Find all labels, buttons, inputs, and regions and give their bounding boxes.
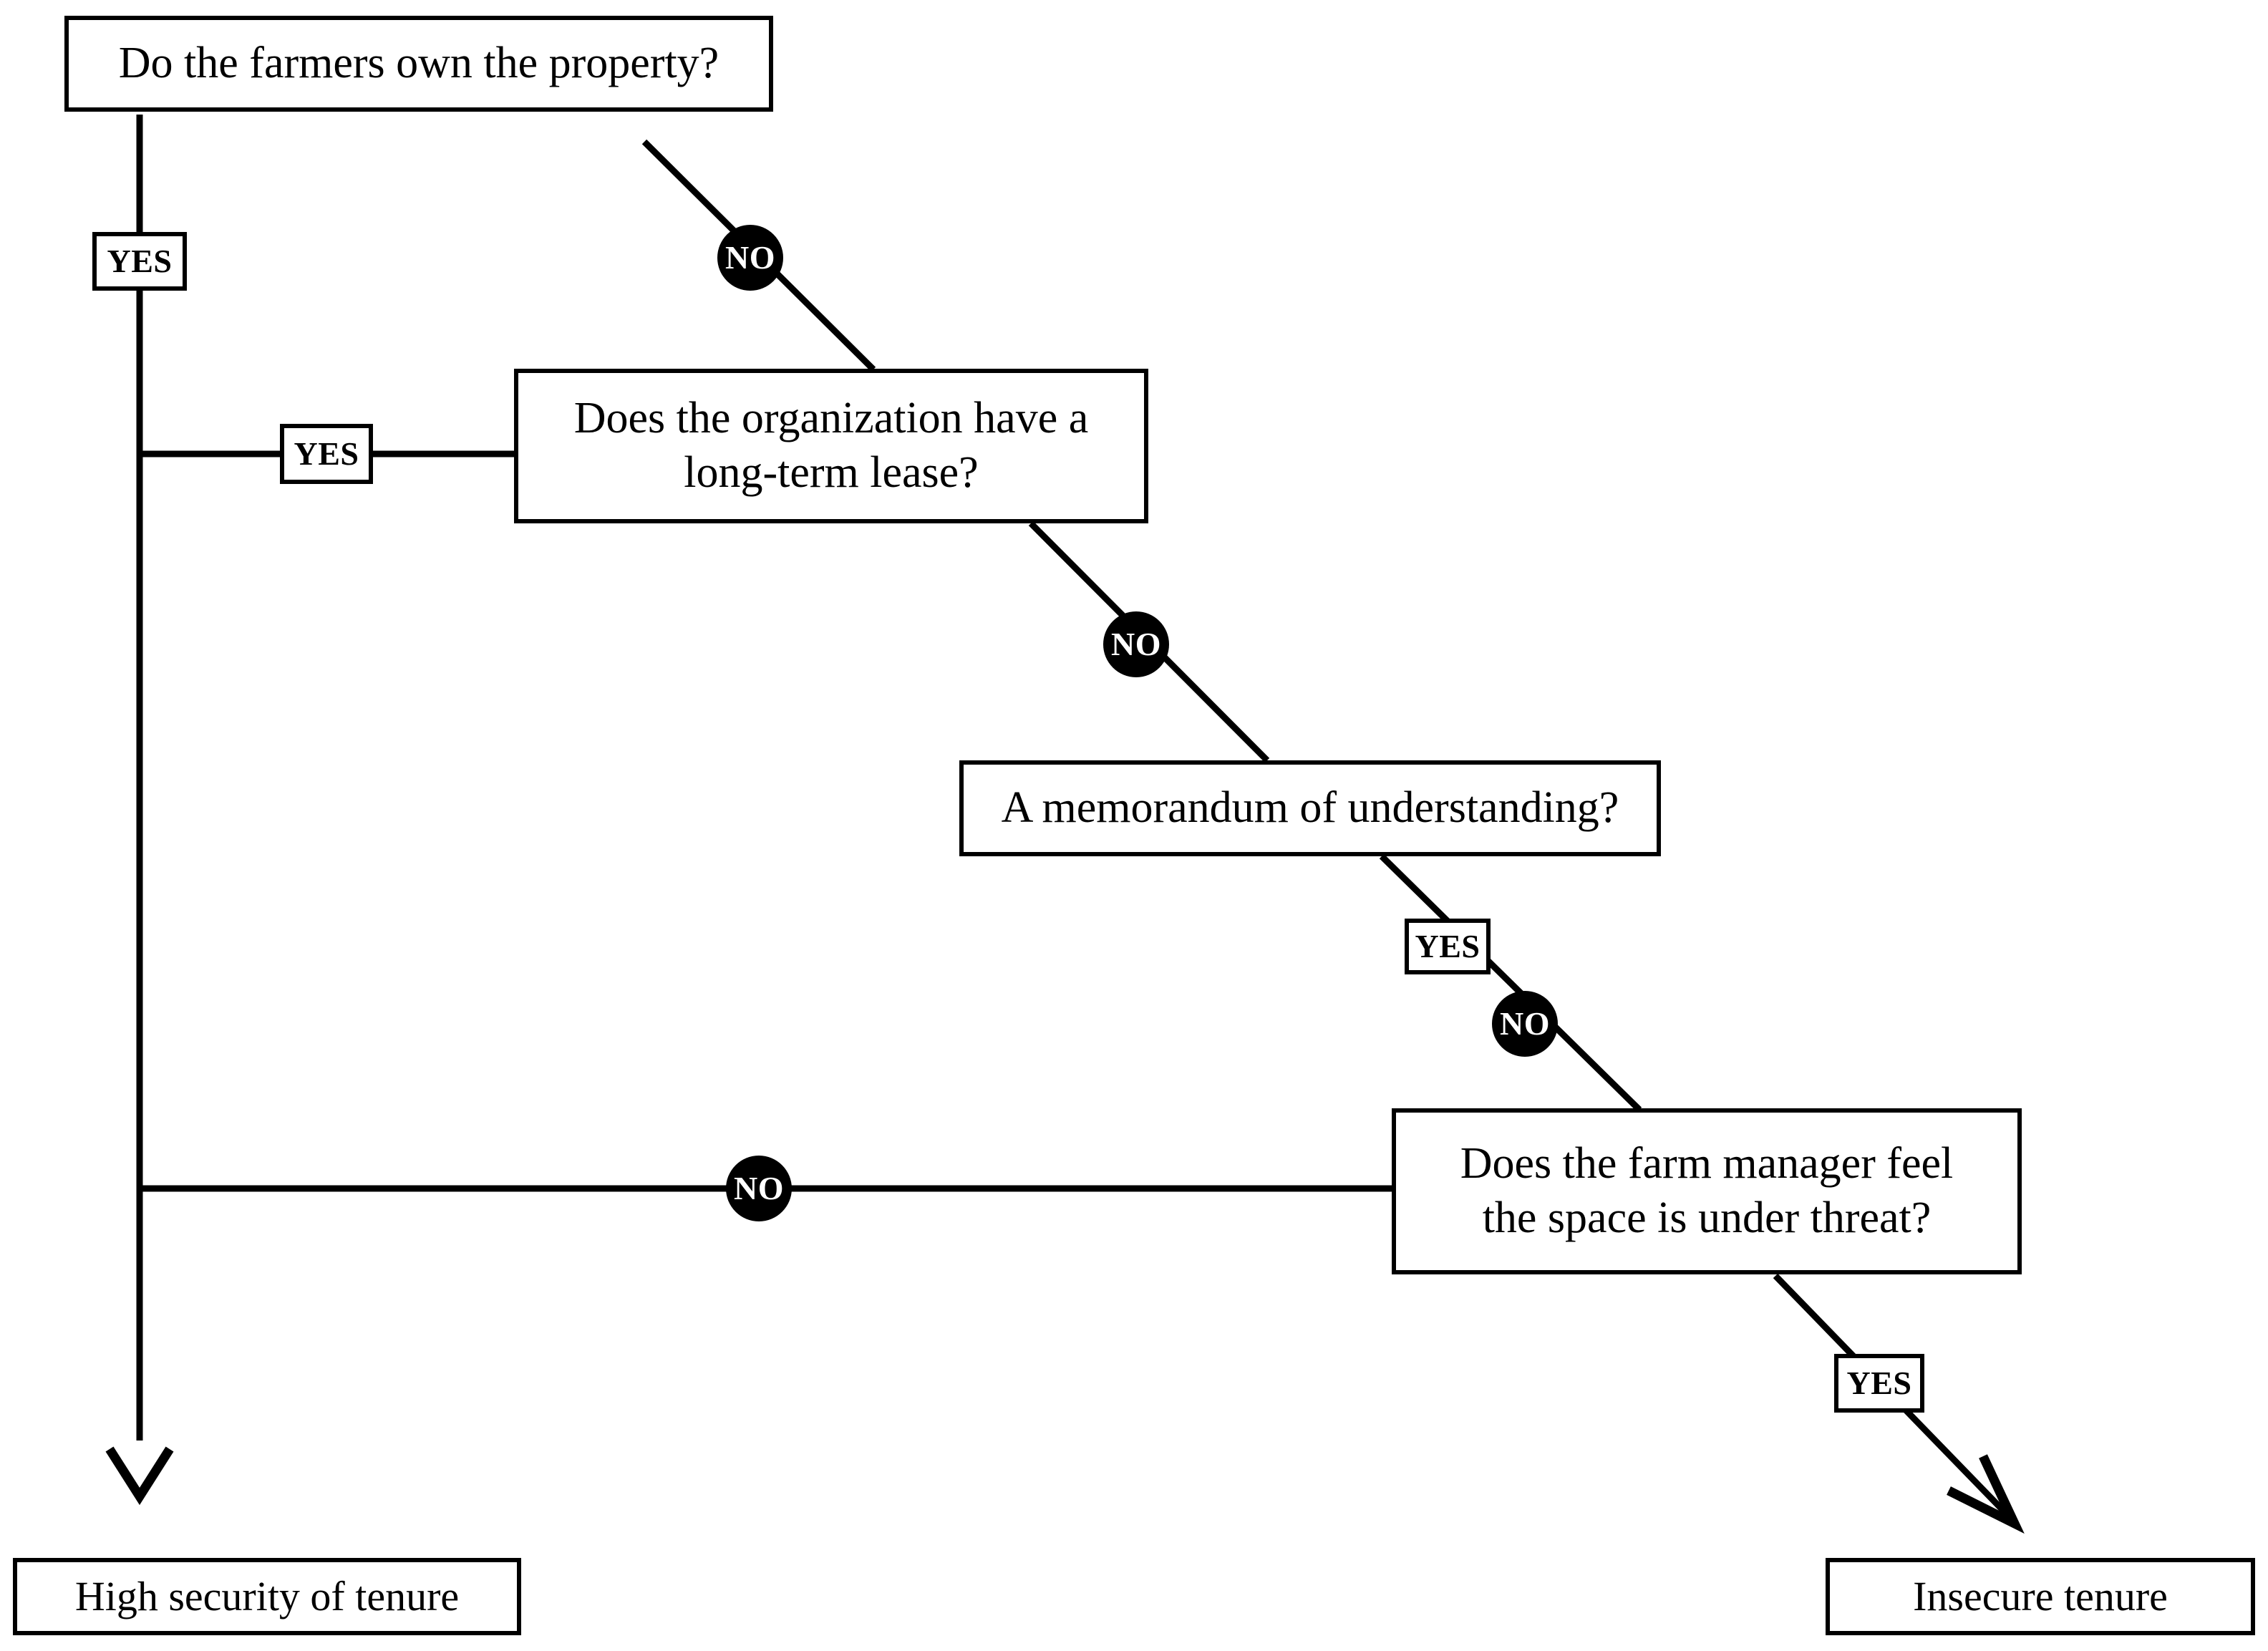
edge-label-text: NO bbox=[1500, 1005, 1550, 1042]
edge-label-yes-memorandum: YES bbox=[1405, 919, 1491, 974]
node-question-long-term-lease[interactable]: Does the organization have a long-term l… bbox=[514, 369, 1148, 523]
node-question-under-threat[interactable]: Does the farm manager feel the space is … bbox=[1392, 1108, 2022, 1274]
node-label: Do the farmers own the property? bbox=[118, 39, 719, 88]
edge-label-no-memorandum: NO bbox=[1492, 991, 1558, 1057]
connector-q3-diagonal bbox=[1379, 853, 1642, 1113]
node-label: A memorandum of understanding? bbox=[1001, 783, 1619, 833]
edge-label-yes-long-term-lease: YES bbox=[280, 424, 373, 484]
edge-label-text: YES bbox=[294, 435, 359, 472]
node-outcome-high-security[interactable]: High security of tenure bbox=[13, 1558, 521, 1635]
node-outcome-insecure-tenure[interactable]: Insecure tenure bbox=[1826, 1558, 2255, 1635]
edge-label-text: YES bbox=[1846, 1365, 1912, 1401]
edge-label-no-own-property: NO bbox=[717, 225, 783, 291]
node-question-own-property[interactable]: Do the farmers own the property? bbox=[64, 16, 773, 112]
edge-label-yes-own-property: YES bbox=[92, 232, 187, 291]
edge-label-no-long-term-lease: NO bbox=[1103, 611, 1169, 677]
node-label: Does the organization have a long-term l… bbox=[573, 394, 1089, 497]
edge-label-text: YES bbox=[107, 243, 173, 279]
edge-label-text: NO bbox=[725, 239, 775, 276]
edge-label-no-under-threat: NO bbox=[726, 1156, 792, 1221]
edge-label-text: YES bbox=[1415, 928, 1480, 964]
arrowhead-insecure bbox=[1947, 1454, 2025, 1534]
node-label: Does the farm manager feel the space is … bbox=[1460, 1139, 1954, 1242]
edge-label-text: NO bbox=[734, 1170, 784, 1206]
node-label: High security of tenure bbox=[74, 1572, 460, 1619]
edge-label-text: NO bbox=[1111, 626, 1161, 662]
node-question-memorandum[interactable]: A memorandum of understanding? bbox=[959, 760, 1661, 856]
edge-label-yes-under-threat: YES bbox=[1834, 1354, 1924, 1413]
node-label: Insecure tenure bbox=[1913, 1572, 2168, 1619]
arrowhead-trunk-down bbox=[105, 1446, 174, 1506]
